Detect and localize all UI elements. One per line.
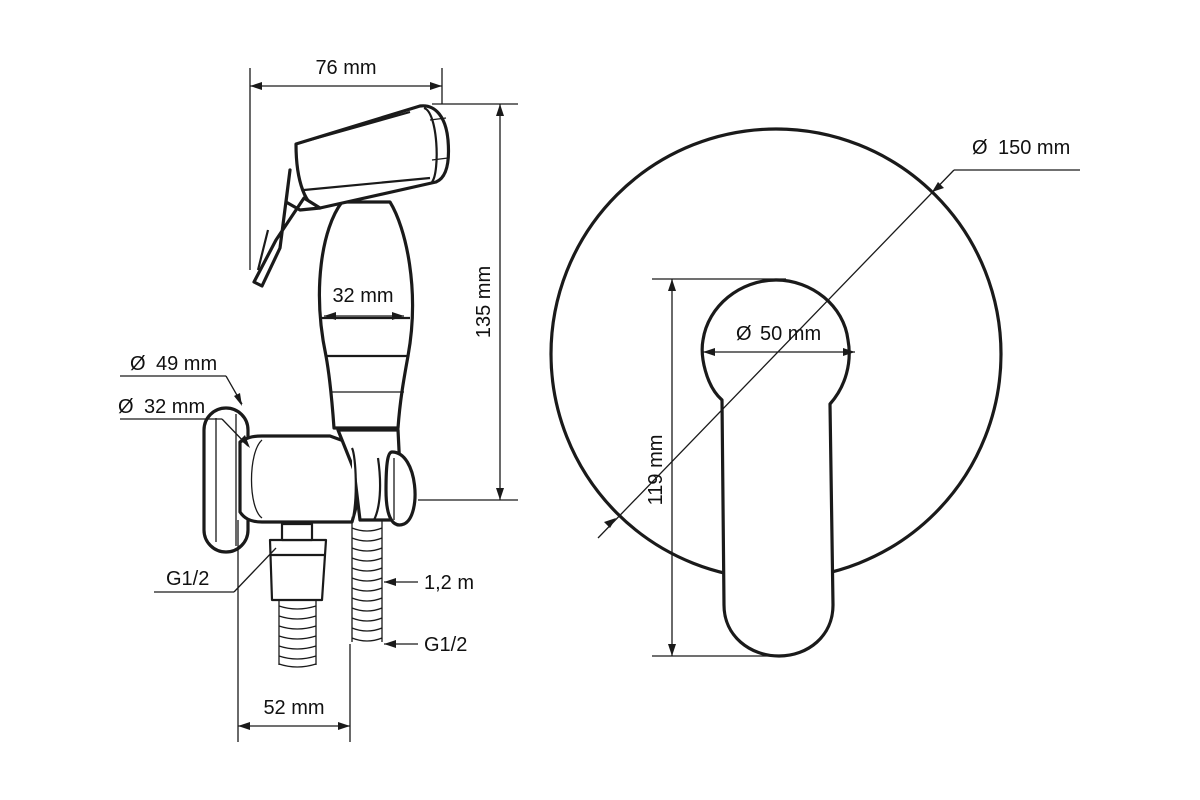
inlet-thread-label: G1/2	[166, 568, 209, 590]
dim-150mm-label: 150 mm	[998, 137, 1070, 159]
inlet-hose	[278, 600, 317, 668]
diameter-symbol-49: Ø	[130, 353, 146, 375]
trigger-lever	[252, 168, 322, 288]
diameter-symbol-50: Ø	[736, 323, 752, 345]
lever-handle	[700, 278, 851, 658]
dimension-labels: 76 mm 135 mm 32 mm Ø 49 mm Ø 32 mm G1/2 …	[118, 57, 1070, 719]
control-front-view	[549, 127, 1003, 658]
hygienic-shower-side-view	[202, 104, 451, 668]
sprayer-head	[294, 104, 451, 210]
hose-length-label: 1,2 m	[424, 572, 474, 594]
dim-50mm-label: 50 mm	[760, 323, 821, 345]
dim-32mm-elbow-label: 32 mm	[144, 396, 205, 418]
hose-thread-label: G1/2	[424, 634, 467, 656]
holder-knob	[384, 450, 417, 527]
dim-119mm-label: 119 mm	[645, 435, 667, 506]
elbow-body	[238, 434, 360, 524]
dim-49mm-label: 49 mm	[156, 353, 217, 375]
dim-135mm-label: 135 mm	[473, 266, 495, 338]
dimension-lines	[120, 68, 1080, 742]
dim-52mm-label: 52 mm	[263, 697, 324, 719]
sprayer-handle	[317, 200, 415, 430]
diameter-symbol-150: Ø	[972, 137, 988, 159]
diameter-symbol-32: Ø	[118, 396, 134, 418]
dim-76mm-label: 76 mm	[315, 57, 376, 79]
dim-32mm-handle-label: 32 mm	[332, 285, 393, 307]
sprayer-hose	[351, 520, 383, 642]
inlet-connector	[268, 538, 328, 602]
